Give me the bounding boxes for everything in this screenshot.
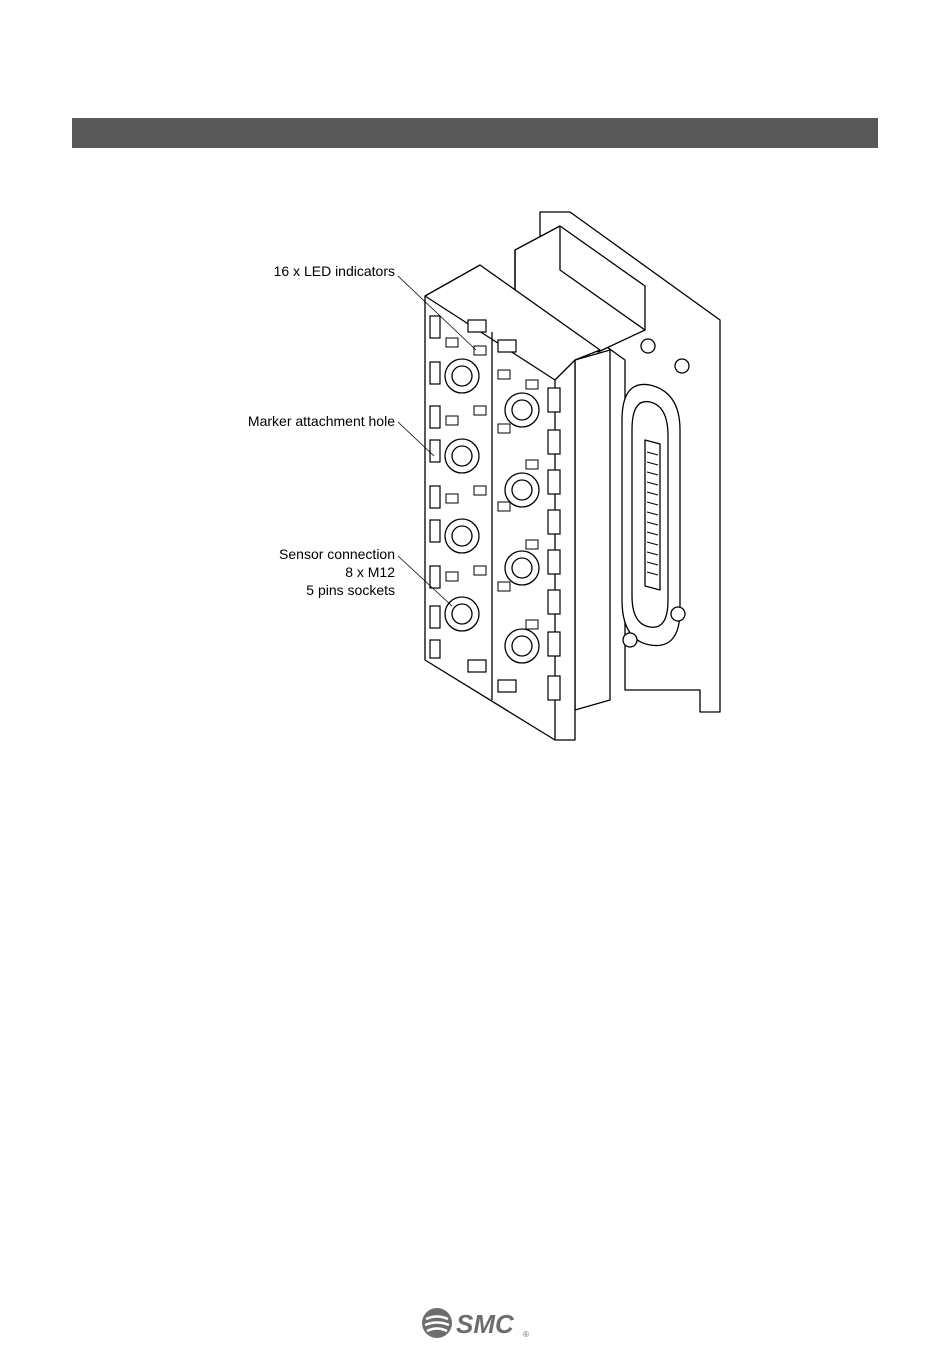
led-indicator — [498, 370, 510, 379]
led-indicator — [474, 566, 486, 575]
mount-screw-bottom-right — [671, 607, 685, 621]
led-indicator — [526, 380, 538, 389]
mount-screw-bottom-left — [623, 633, 637, 647]
led-indicator — [474, 406, 486, 415]
led-indicator — [526, 540, 538, 549]
led-indicator — [446, 572, 458, 581]
marker-hole-7 — [430, 566, 440, 588]
led-indicator — [446, 338, 458, 347]
led-indicator — [446, 494, 458, 503]
led-indicator — [498, 582, 510, 591]
marker-hole-2 — [430, 362, 440, 384]
marker-hole-1 — [430, 316, 440, 338]
led-indicator — [498, 502, 510, 511]
marker-hole-5 — [430, 486, 440, 508]
led-indicator — [474, 346, 486, 355]
led-indicator — [526, 620, 538, 629]
marker-hole-4 — [430, 440, 440, 462]
led-indicator — [474, 486, 486, 495]
smc-logo: SMC ® — [421, 1306, 531, 1340]
led-indicator — [446, 416, 458, 425]
marker-hole-6 — [430, 520, 440, 542]
mount-screw-top-right — [675, 359, 689, 373]
led-indicator — [498, 424, 510, 433]
led-indicator — [526, 460, 538, 469]
marker-hole-8 — [430, 606, 440, 628]
mount-screw-top-left — [641, 339, 655, 353]
smc-logo-registered: ® — [523, 1330, 529, 1339]
marker-hole-3 — [430, 406, 440, 428]
smc-logo-text: SMC — [456, 1309, 515, 1339]
module-side-face — [575, 350, 610, 710]
